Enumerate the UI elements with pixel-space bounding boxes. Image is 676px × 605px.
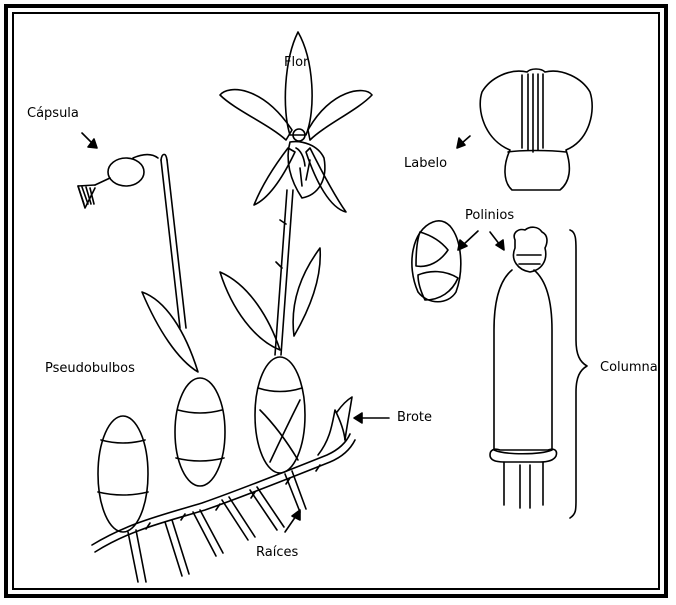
labelo-drawing xyxy=(480,69,592,190)
label-capsula: Cápsula xyxy=(27,107,79,120)
columna-drawing xyxy=(490,227,557,508)
label-pseudobulbos: Pseudobulbos xyxy=(45,362,135,375)
columna-brace xyxy=(570,230,587,518)
pseudobulb-1 xyxy=(98,416,148,532)
roots xyxy=(128,471,306,582)
label-brote: Brote xyxy=(397,411,432,424)
pseudobulb-3 xyxy=(255,357,305,473)
label-flor: Flor xyxy=(284,56,308,69)
label-polinios: Polinios xyxy=(465,209,514,222)
pseudobulb-2 xyxy=(175,378,225,486)
capsule xyxy=(78,155,158,208)
flower-stem xyxy=(275,190,293,355)
polinios-drawing xyxy=(412,221,461,302)
label-raices: Raíces xyxy=(256,546,298,559)
label-columna: Columna xyxy=(600,361,658,374)
leaves xyxy=(142,248,320,372)
capsule-stalk xyxy=(161,154,186,328)
label-labelo: Labelo xyxy=(404,157,447,170)
brote-shoot xyxy=(318,397,352,455)
